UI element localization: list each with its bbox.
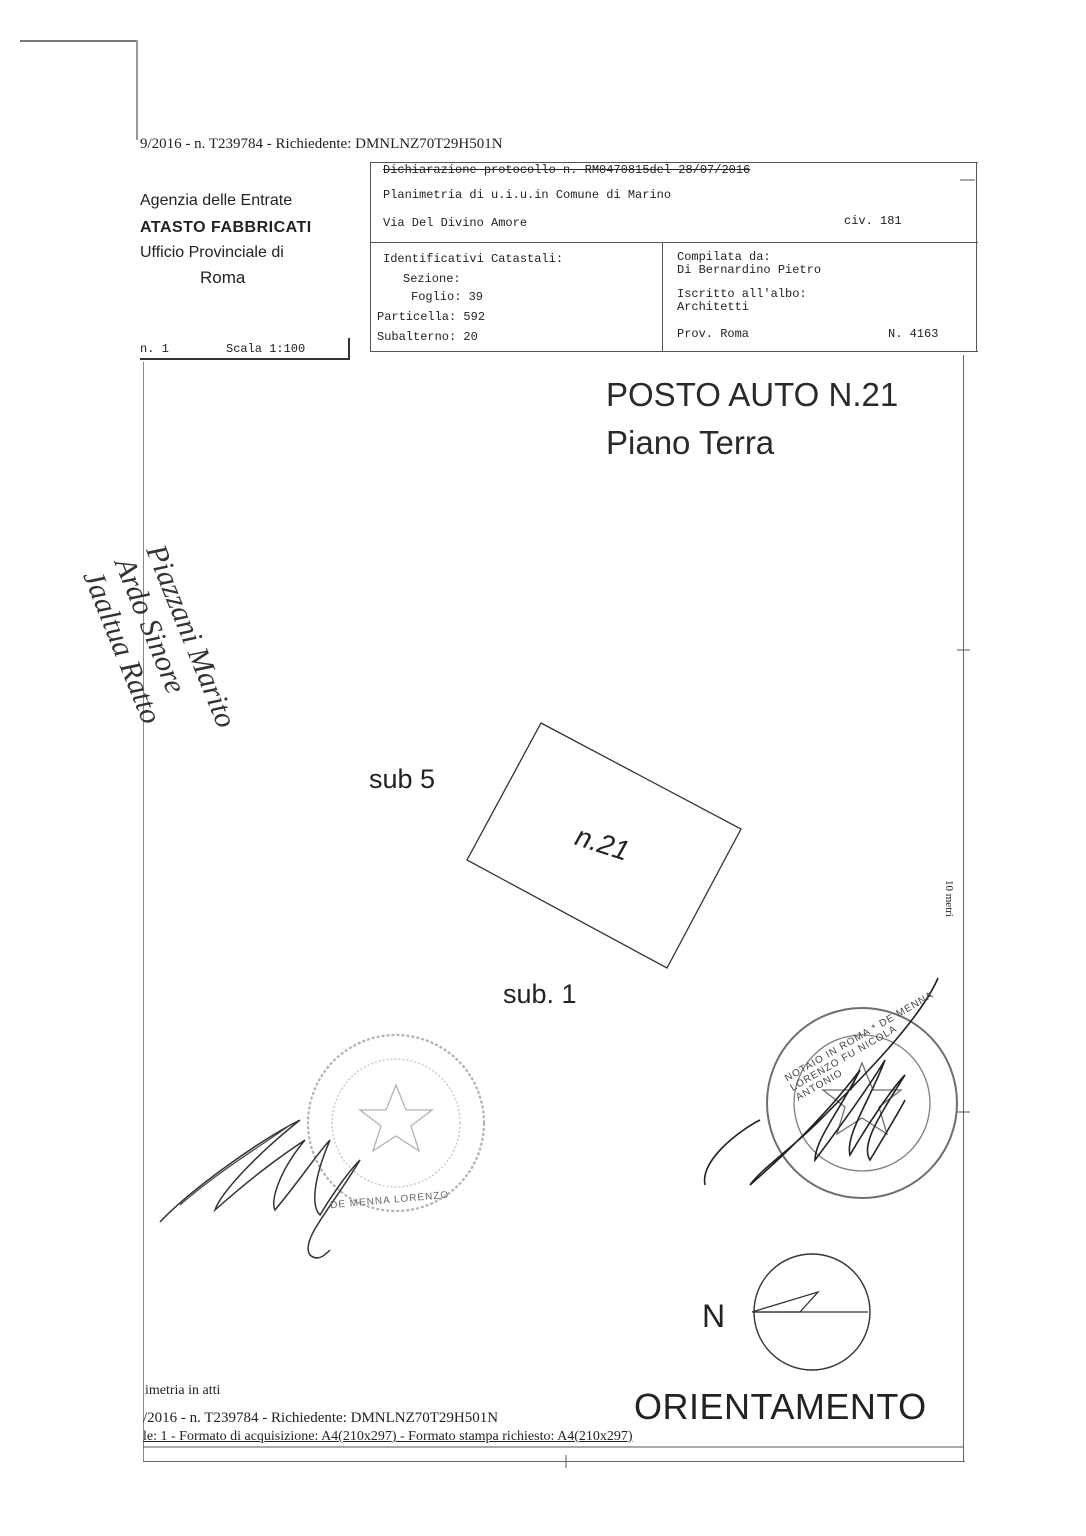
orientation-label: ORIENTAMENTO <box>634 1386 927 1427</box>
scale-bar-label: 10 metri <box>943 880 955 917</box>
plan-floor: Piano Terra <box>606 424 775 461</box>
declaration-planimetry: Planimetria di u.i.u.in Comune di Marino <box>383 188 672 202</box>
drawing-bottom-border <box>143 1461 965 1462</box>
sub1-label: sub. 1 <box>503 979 577 1009</box>
scan-edge-mark <box>20 40 138 42</box>
cadastral-sezione: Sezione: <box>403 272 461 286</box>
footer-requester-line: /2016 - n. T239784 - Richiedente: DMNLNZ… <box>143 1410 499 1426</box>
scale-label: Scala 1:100 <box>226 342 306 356</box>
north-arrow-icon <box>751 1290 821 1313</box>
footer-format-line: le: 1 - Formato di acquisizione: A4(210x… <box>143 1429 633 1444</box>
footer-planimetry-note: imetria in atti <box>145 1383 221 1398</box>
frame-right-line <box>976 162 977 352</box>
compiled-number: N. 4163 <box>888 327 939 341</box>
header-requester-line: 9/2016 - n. T239784 - Richiedente: DMNLN… <box>140 136 503 152</box>
compiled-heading: Compilata da: <box>677 250 771 264</box>
agency-section: ATASTO FABBRICATI <box>140 219 312 236</box>
notary-stamp-left <box>306 1033 486 1213</box>
signature-left <box>159 1119 361 1259</box>
sub5-label: sub 5 <box>369 764 436 794</box>
agency-name: Agenzia delle Entrate <box>140 192 293 209</box>
cadastral-foglio: Foglio: 39 <box>411 290 484 304</box>
frame-bottom-line <box>370 351 978 352</box>
compass <box>751 1253 871 1371</box>
declaration-civic: civ. 181 <box>844 214 902 228</box>
north-label: N <box>702 1298 726 1334</box>
cadastral-subalterno: Subalterno: 20 <box>377 330 478 344</box>
agency-city: Roma <box>200 268 246 287</box>
parking-slot-outline <box>466 722 742 969</box>
declaration-protocol: Dichiarazione protocollo n. RM0470815del… <box>383 163 751 177</box>
frame-divider-line <box>662 242 663 352</box>
drawing-right-border <box>963 355 964 1462</box>
agency-office: Ufficio Provinciale di <box>140 244 284 261</box>
frame-mid-line <box>370 242 978 243</box>
declaration-address: Via Del Divino Amore <box>383 216 528 230</box>
cadastral-particella: Particella: 592 <box>377 310 486 324</box>
cadastral-heading: Identificativi Catastali: <box>383 252 564 266</box>
drawing-left-border <box>143 362 144 1462</box>
compiled-register: Iscritto all'albo: <box>677 287 807 301</box>
compiled-profession: Architetti <box>677 300 750 314</box>
compiled-name: Di Bernardino Pietro <box>677 263 822 277</box>
frame-top-line <box>370 162 978 163</box>
scale-box <box>140 338 350 360</box>
compiled-province: Prov. Roma <box>677 327 750 341</box>
sheet-number: n. 1 <box>140 342 169 356</box>
signature-right <box>703 977 939 1186</box>
scan-edge-mark-vertical <box>136 40 138 140</box>
frame-left-line <box>370 162 371 352</box>
plan-title: POSTO AUTO N.21 <box>606 376 899 413</box>
